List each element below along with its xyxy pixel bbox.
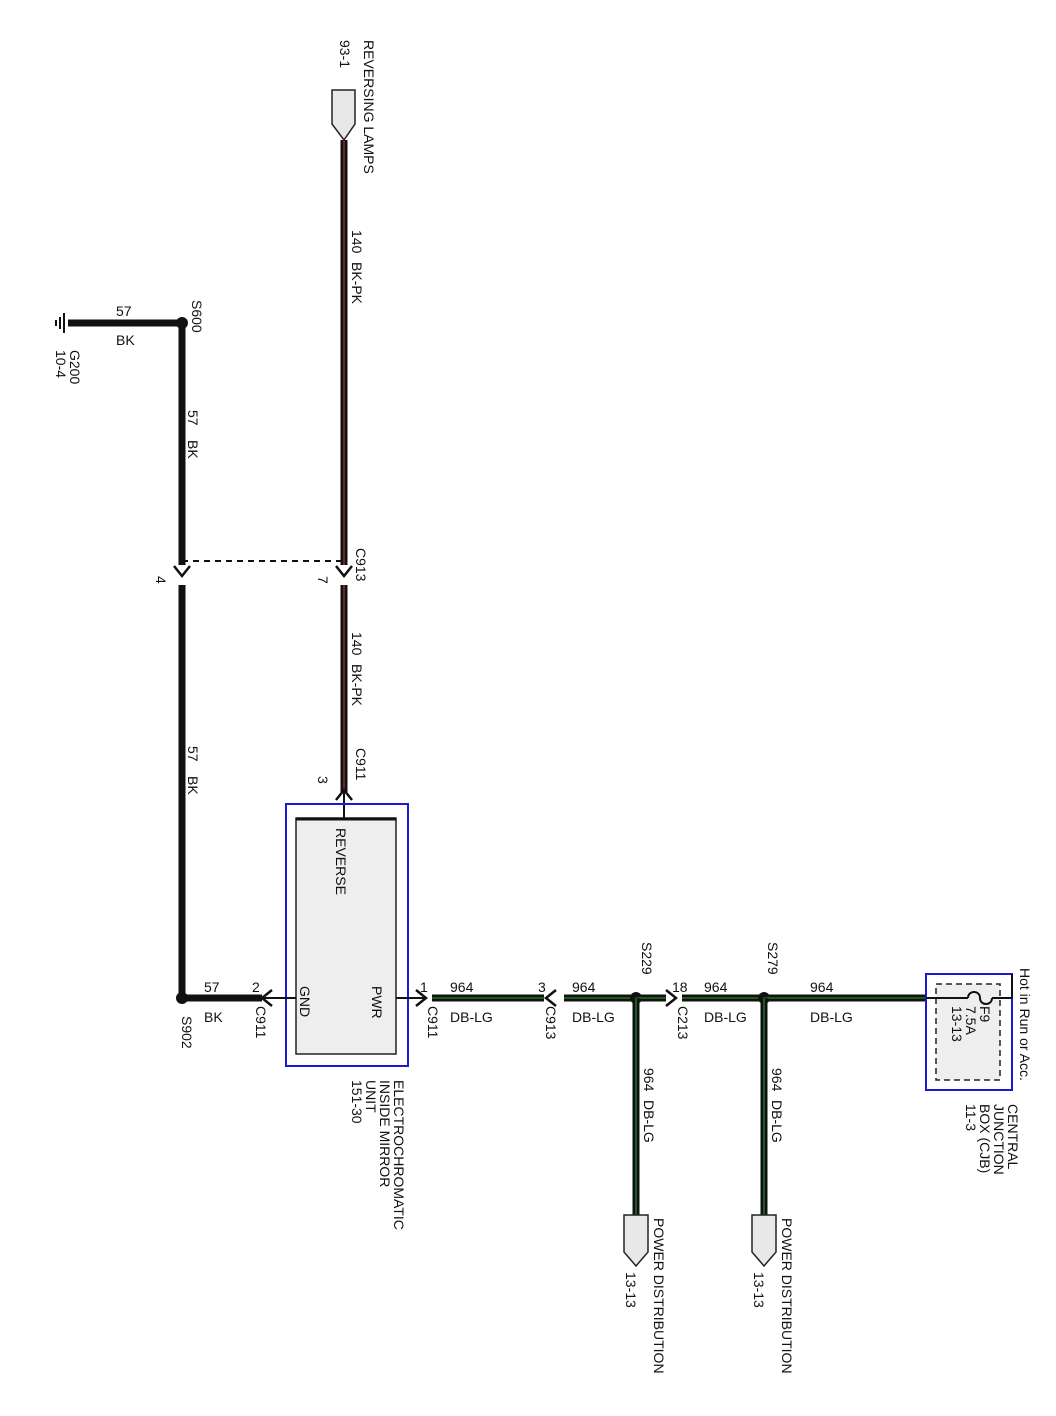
- reversing-lamps-connector: [331, 89, 356, 142]
- wire-57-lower-color: BK: [185, 776, 201, 795]
- c213-pin: 18: [672, 979, 688, 995]
- c911-gnd-label: C911: [253, 1006, 269, 1039]
- c913-pin4-chevron-icon: [173, 565, 191, 579]
- wire-964-module-color: DB-LG: [450, 1009, 493, 1025]
- wire-964-s229-color: DB-LG: [572, 1009, 615, 1025]
- c913-bottom-chevron-icon: [543, 989, 557, 1007]
- cjb-fuse: F9: [977, 1006, 993, 1023]
- wire-964-cjb-color: DB-LG: [810, 1009, 853, 1025]
- reversing-lamps-ref: 93-1: [337, 40, 353, 68]
- c911-pwr-label: C911: [425, 1006, 441, 1039]
- wire-140-upper-circuit: 140: [349, 230, 365, 254]
- cjb-name-line4: 11-3: [963, 1104, 979, 1131]
- c913-top-label: C913: [353, 548, 369, 582]
- module-reverse-label: REVERSE: [333, 828, 349, 895]
- wire-140-lower-circuit: 140: [349, 632, 365, 656]
- module-name-line4: 151-30: [349, 1080, 365, 1124]
- ground-point: G200: [67, 350, 83, 384]
- wire-57-upper-circuit: 57: [185, 410, 201, 426]
- ground-color: BK: [116, 332, 135, 348]
- wire-57-lower-circuit: 57: [185, 746, 201, 762]
- cjb-hot-label: Hot in Run or Acc.: [1017, 968, 1033, 1081]
- branch2-page: 13-13: [751, 1272, 767, 1308]
- wire-964-s229-circuit: 964: [572, 979, 596, 995]
- module-pwr-label: PWR: [369, 986, 385, 1019]
- branch1-circuit: 964: [641, 1068, 657, 1092]
- branch2-color: DB-LG: [769, 1100, 785, 1143]
- wire-964-s279-color: DB-LG: [704, 1009, 747, 1025]
- c213-chevron-icon: [665, 989, 679, 1007]
- cjb-name-line3: BOX (CJB): [977, 1104, 993, 1173]
- branch2-dest: POWER DISTRIBUTION: [779, 1218, 795, 1374]
- c913-pin-4: 4: [153, 576, 169, 584]
- power-distribution-connector-2: [751, 1214, 777, 1268]
- module-name-line1: ELECTROCHROMATIC: [391, 1080, 407, 1230]
- mirror-module-body: [295, 817, 397, 1055]
- c911-gnd-pin: 2: [252, 979, 260, 995]
- wire-964-module-circuit: 964: [450, 979, 474, 995]
- module-gnd-label: GND: [297, 986, 313, 1017]
- reversing-lamps-label: REVERSING LAMPS: [361, 40, 377, 174]
- c911-top-pin: 3: [315, 776, 331, 784]
- cjb-page: 13-13: [949, 1006, 965, 1042]
- wire-964-s279-circuit: 964: [704, 979, 728, 995]
- module-name-line2: INSIDE MIRROR: [377, 1080, 393, 1187]
- s279-label: S279: [765, 942, 781, 975]
- s902-label: S902: [179, 1016, 195, 1049]
- c913-pin7-chevron-icon: [335, 565, 353, 579]
- c913-bottom-pin: 3: [538, 979, 546, 995]
- c911-pwr-chevron-icon: [415, 989, 429, 1007]
- branch1-dest: POWER DISTRIBUTION: [651, 1218, 667, 1374]
- branch1-page: 13-13: [623, 1272, 639, 1308]
- ground-symbol-icon: [55, 313, 182, 333]
- c913-bottom-label: C913: [543, 1006, 559, 1040]
- branch1-color: DB-LG: [641, 1100, 657, 1143]
- wire-57-bottom-circuit: 57: [204, 979, 220, 995]
- cjb-outline: [925, 973, 1013, 1091]
- s600-label: S600: [189, 300, 205, 333]
- cjb-name-line2: JUNCTION: [991, 1104, 1007, 1175]
- fuse-icon: [967, 991, 993, 1005]
- branch2-circuit: 964: [769, 1068, 785, 1092]
- wire-57-bottom-color: BK: [204, 1009, 223, 1025]
- ground-page: 10-4: [53, 350, 69, 378]
- s229-label: S229: [639, 942, 655, 975]
- wire-140-upper-color: BK-PK: [349, 262, 365, 305]
- module-name-line3: UNIT: [363, 1080, 379, 1113]
- c913-pin-7: 7: [315, 576, 331, 584]
- wire-57-upper-color: BK: [185, 440, 201, 459]
- cjb-name-line1: CENTRAL: [1005, 1104, 1021, 1170]
- ground-circuit: 57: [116, 303, 132, 319]
- c213-label: C213: [675, 1006, 691, 1040]
- cjb-body: [935, 983, 1001, 1081]
- power-distribution-connector-1: [623, 1214, 649, 1268]
- c911-pwr-pin: 1: [420, 979, 428, 995]
- cjb-amps: 7.5A: [963, 1006, 979, 1035]
- mirror-module-outline: [285, 803, 409, 1067]
- wire-964-cjb-circuit: 964: [810, 979, 834, 995]
- wire-140-lower-color: BK-PK: [349, 664, 365, 707]
- splice-s902: [176, 992, 188, 1004]
- c911-top-label: C911: [353, 748, 369, 781]
